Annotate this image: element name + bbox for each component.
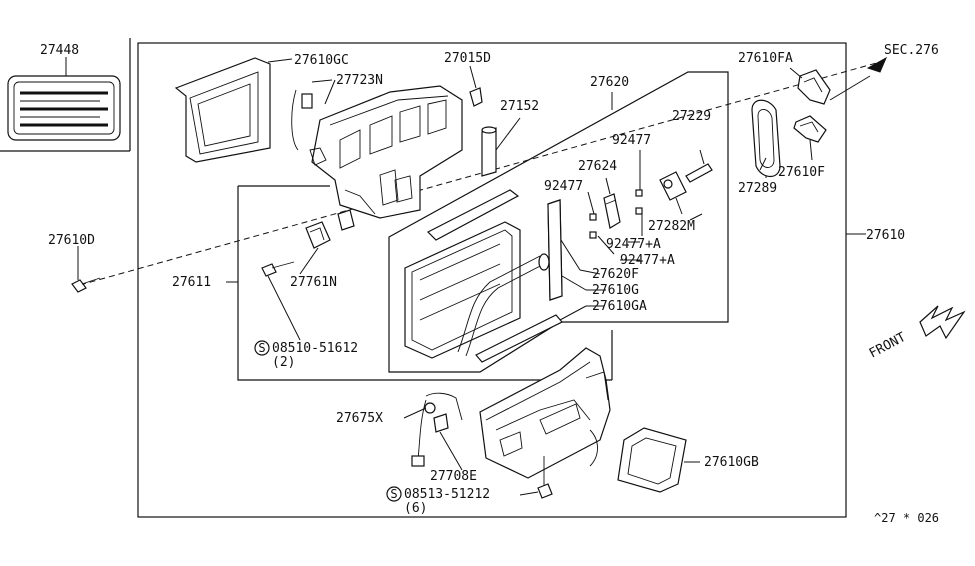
label-08510-qty: (2) <box>272 355 295 370</box>
part-27723N-sensor <box>291 79 333 151</box>
label-sec-276: SEC.276 <box>884 43 939 58</box>
label-92477-left: 92477 <box>544 179 583 194</box>
part-27289-grommet <box>751 99 781 178</box>
label-27289: 27289 <box>738 181 777 196</box>
label-27610G: 27610G <box>592 283 639 298</box>
part-27610GC-seal <box>174 57 293 163</box>
circled-s-1: S <box>254 340 270 356</box>
label-27675X: 27675X <box>336 411 383 426</box>
part-27282M-thermistor <box>659 171 687 215</box>
part-27015D-clip <box>469 65 483 107</box>
label-27282M: 27282M <box>648 219 695 234</box>
sub-frame-27620 <box>388 71 729 373</box>
part-27610F-bracket <box>793 115 827 161</box>
s-symbol-2: S <box>390 487 397 501</box>
label-27610GA: 27610GA <box>592 299 647 314</box>
part-27610GB-seal <box>617 427 700 493</box>
part-27708E-clip <box>433 413 463 471</box>
label-27610GC: 27610GC <box>294 53 349 68</box>
part-screw-08513 <box>519 456 553 499</box>
part-27761N-actuator <box>299 209 355 275</box>
part-27610D-bolt <box>71 246 101 293</box>
s-symbol-1: S <box>258 341 265 355</box>
label-27611: 27611 <box>172 275 211 290</box>
sec-276-arrow <box>866 56 888 73</box>
label-92477-top: 92477 <box>612 133 651 148</box>
part-lower-case <box>479 347 611 479</box>
label-27610GB: 27610GB <box>704 455 759 470</box>
part-seal-strips <box>547 199 563 301</box>
label-27761N: 27761N <box>290 275 337 290</box>
part-evaporator-core <box>404 189 563 363</box>
label-27610D: 27610D <box>48 233 95 248</box>
leader-lines <box>226 75 871 307</box>
label-27708E: 27708E <box>430 469 477 484</box>
label-27620: 27620 <box>590 75 629 90</box>
part-screw-08510 <box>261 261 301 341</box>
footer-ref: ^27 * 026 <box>874 511 939 525</box>
label-92477A-2: 92477+A <box>620 253 675 268</box>
main-frame-27610 <box>137 42 847 518</box>
label-08513-51212: 08513-51212 <box>404 487 490 502</box>
label-27152: 27152 <box>500 99 539 114</box>
label-27229: 27229 <box>672 109 711 124</box>
part-27448-filter <box>7 57 121 141</box>
label-27448: 27448 <box>40 43 79 58</box>
label-27620F: 27620F <box>592 267 639 282</box>
front-arrow <box>919 305 966 340</box>
part-27229-rod <box>685 149 713 183</box>
sub-frame-27611-outline <box>237 185 613 381</box>
label-27610FA: 27610FA <box>738 51 793 66</box>
label-27610: 27610 <box>866 228 905 243</box>
label-27015D: 27015D <box>444 51 491 66</box>
label-27624: 27624 <box>578 159 617 174</box>
part-27152-tube <box>481 117 521 177</box>
label-27723N: 27723N <box>336 73 383 88</box>
label-08510-51612: 08510-51612 <box>272 341 358 356</box>
part-27610FA-bracket <box>789 67 831 105</box>
assembly-axis-line <box>79 61 881 286</box>
part-92477-orings <box>587 150 643 255</box>
inset-box-27448 <box>0 38 131 152</box>
label-08513-qty: (6) <box>404 501 427 516</box>
label-front: FRONT <box>867 330 909 362</box>
part-27624-valve <box>603 177 621 229</box>
label-27610F: 27610F <box>778 165 825 180</box>
part-27675X-harness <box>403 392 463 467</box>
part-upper-case <box>309 79 463 219</box>
circled-s-2: S <box>386 486 402 502</box>
label-92477A-1: 92477+A <box>606 237 661 252</box>
